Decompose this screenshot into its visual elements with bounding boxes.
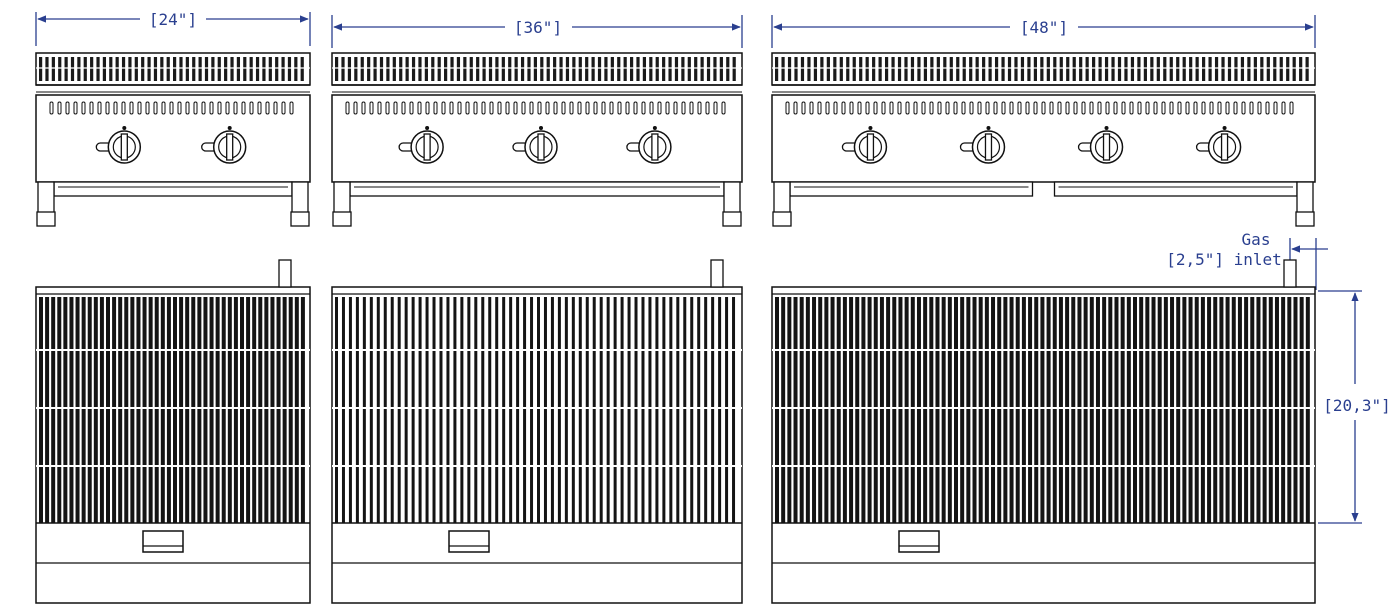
dimension-width-36: [36"] [331, 15, 743, 48]
leg [36, 181, 56, 227]
front-grate-ribs [36, 57, 310, 81]
knob-icon [1195, 126, 1242, 164]
knob-icon [841, 126, 888, 164]
vent-slots [785, 101, 1294, 115]
dimension-width-48: [48"] [771, 15, 1316, 48]
gas-inlet-pipe [710, 259, 724, 288]
dimension-depth: [20,3"] [1318, 290, 1391, 524]
leg [1295, 181, 1315, 227]
drip-tray [789, 181, 1034, 197]
leg [332, 181, 352, 227]
knob-icon [201, 126, 247, 164]
vent-slots [345, 101, 726, 115]
knob-icon [1077, 126, 1124, 164]
front-views [35, 52, 1316, 227]
leg [290, 181, 310, 227]
vent-slots [49, 101, 294, 115]
front-grate-ribs [332, 57, 742, 81]
front-view-48 [771, 52, 1316, 227]
top-grate [36, 297, 310, 523]
label-width-36: [36"] [514, 18, 562, 37]
gas-inlet-pipe [278, 259, 292, 288]
label-gas: Gas [1242, 230, 1271, 249]
drip-tray [1053, 181, 1298, 197]
knob-icon [512, 126, 558, 164]
dimension-gas-inlet: Gas [2,5"] inlet [1166, 230, 1328, 290]
top-views [35, 259, 1316, 604]
top-view-48 [771, 259, 1316, 604]
leg [722, 181, 742, 227]
knob-icon [626, 126, 672, 164]
dimension-width-24: [24"] [35, 10, 311, 46]
front-view-24 [35, 52, 311, 227]
leg [772, 181, 792, 227]
drip-tray [53, 181, 293, 197]
drip-tray [349, 181, 725, 197]
grease-handle [448, 530, 490, 553]
front-view-36 [331, 52, 743, 227]
top-view-36 [331, 259, 743, 604]
gas-inlet-pipe [1283, 259, 1297, 288]
knob-icon [398, 126, 444, 164]
top-grate [332, 297, 742, 523]
top-view-24 [35, 259, 311, 604]
front-grate-ribs [772, 57, 1315, 81]
label-width-48: [48"] [1020, 18, 1068, 37]
grease-handle [898, 530, 940, 553]
knob-icon [95, 126, 142, 164]
grease-handle [142, 530, 184, 553]
top-grate [772, 297, 1315, 523]
knob-icon [959, 126, 1006, 164]
label-depth: [20,3"] [1323, 396, 1390, 415]
label-width-24: [24"] [149, 10, 197, 29]
label-gas-inlet: [2,5"] inlet [1166, 250, 1282, 269]
